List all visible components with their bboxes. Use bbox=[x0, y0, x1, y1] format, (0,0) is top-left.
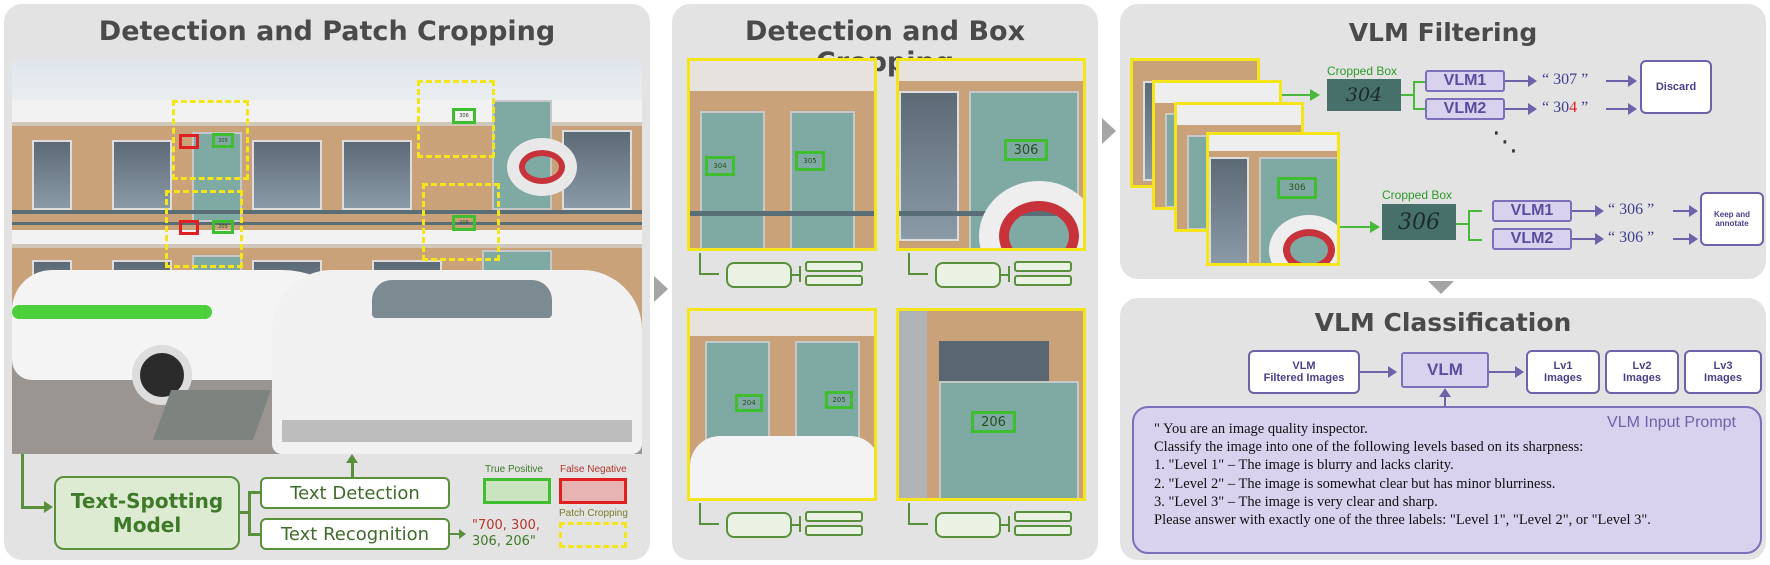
detection-box: 306 bbox=[1277, 177, 1317, 199]
prompt-text: " You are an image quality inspector. Cl… bbox=[1154, 421, 1651, 529]
panel-title: Detection and Patch Cropping bbox=[98, 16, 556, 47]
wreath-shape bbox=[507, 138, 577, 196]
patch-206: 206 bbox=[896, 308, 1086, 501]
detection-box: 305 bbox=[795, 151, 825, 171]
keep-annotate-box: Keep and annotate bbox=[1700, 192, 1764, 246]
vlm2-box: VLM2 bbox=[1492, 228, 1572, 250]
prompt-title: VLM Input Prompt bbox=[1607, 414, 1736, 431]
legend-true-positive-swatch bbox=[483, 478, 551, 504]
vlm1-box: VLM1 bbox=[1492, 200, 1572, 222]
detection-box: 205 bbox=[825, 391, 853, 409]
detection-box: 204 bbox=[735, 394, 763, 412]
flow-arrow-icon bbox=[654, 276, 668, 302]
patch-box-304-305 bbox=[172, 100, 249, 180]
stacked-image-306: 306 bbox=[1206, 132, 1340, 266]
motel-photo: 305 306 205 206 bbox=[12, 60, 642, 454]
text-detection-box: Text Detection bbox=[260, 477, 450, 509]
patch-204-205: 204 205 bbox=[687, 308, 877, 501]
patch-304-305: 304 305 bbox=[687, 58, 877, 251]
cropped-box-label: Cropped Box bbox=[1327, 64, 1398, 78]
false-negative-box bbox=[179, 134, 199, 149]
vlm1-box: VLM1 bbox=[1425, 70, 1505, 92]
vlm-classifier-box: VLM bbox=[1401, 352, 1489, 388]
legend-patch-cropping-swatch bbox=[559, 522, 627, 548]
cropped-box-304: 304 bbox=[1327, 79, 1401, 111]
vlm1-output: “ 306 ” bbox=[1608, 201, 1655, 218]
cropped-box-306: 306 bbox=[1382, 204, 1456, 240]
detection-box: 306 bbox=[1004, 139, 1048, 161]
panel-vlm-filtering: VLM Filtering 306 Cropped Box 304 VLM1 V… bbox=[1120, 4, 1766, 279]
panel-title: VLM Filtering bbox=[1348, 18, 1538, 47]
vlm2-output: “ 304 ” bbox=[1542, 99, 1589, 116]
detection-box-306: 306 bbox=[452, 108, 476, 124]
vlm-filtered-images-box: VLM Filtered Images bbox=[1248, 350, 1360, 394]
detection-box: 304 bbox=[705, 156, 735, 176]
flow-arrow-down-icon bbox=[1428, 281, 1454, 294]
legend-true-positive-label: True Positive bbox=[485, 464, 543, 475]
panel-title: VLM Classification bbox=[1314, 308, 1572, 337]
vlm1-output: “ 307 ” bbox=[1542, 71, 1589, 88]
detection-box-206: 206 bbox=[452, 215, 476, 231]
text-recognition-box: Text Recognition bbox=[260, 518, 450, 550]
detection-box: 206 bbox=[971, 411, 1016, 433]
cropped-box-label: Cropped Box bbox=[1382, 188, 1453, 202]
panel-detection-box-cropping: Detection and Box Cropping 304 305 306 2… bbox=[672, 4, 1098, 560]
legend-false-negative-label: False Negative bbox=[560, 464, 627, 475]
detection-box-205: 205 bbox=[212, 220, 234, 234]
panel-vlm-classification: VLM Classification VLM Filtered Images V… bbox=[1120, 298, 1766, 560]
ellipsis: ⋱ bbox=[1492, 126, 1518, 156]
discard-box: Discard bbox=[1640, 60, 1712, 114]
vlm2-box: VLM2 bbox=[1425, 98, 1505, 120]
detection-box-304: 305 bbox=[212, 133, 234, 148]
text-spotting-model: Text-Spotting Model bbox=[54, 476, 240, 550]
patch-306: 306 bbox=[896, 58, 1086, 251]
false-negative-box bbox=[179, 220, 199, 235]
vlm2-output: “ 306 ” bbox=[1608, 229, 1655, 246]
recognition-output: "700, 300, 306, 206" bbox=[472, 518, 541, 549]
patch-box-204-205 bbox=[165, 190, 243, 268]
flow-arrow-icon bbox=[1102, 118, 1116, 144]
patch-box-206 bbox=[422, 183, 500, 261]
panel-detection-patch-cropping: Detection and Patch Cropping bbox=[4, 4, 650, 560]
vlm-input-prompt-box: VLM Input Prompt " You are an image qual… bbox=[1132, 406, 1762, 554]
legend-false-negative-swatch bbox=[559, 478, 627, 504]
patch-box-306 bbox=[417, 80, 495, 158]
legend-patch-cropping-label: Patch Cropping bbox=[559, 508, 628, 519]
